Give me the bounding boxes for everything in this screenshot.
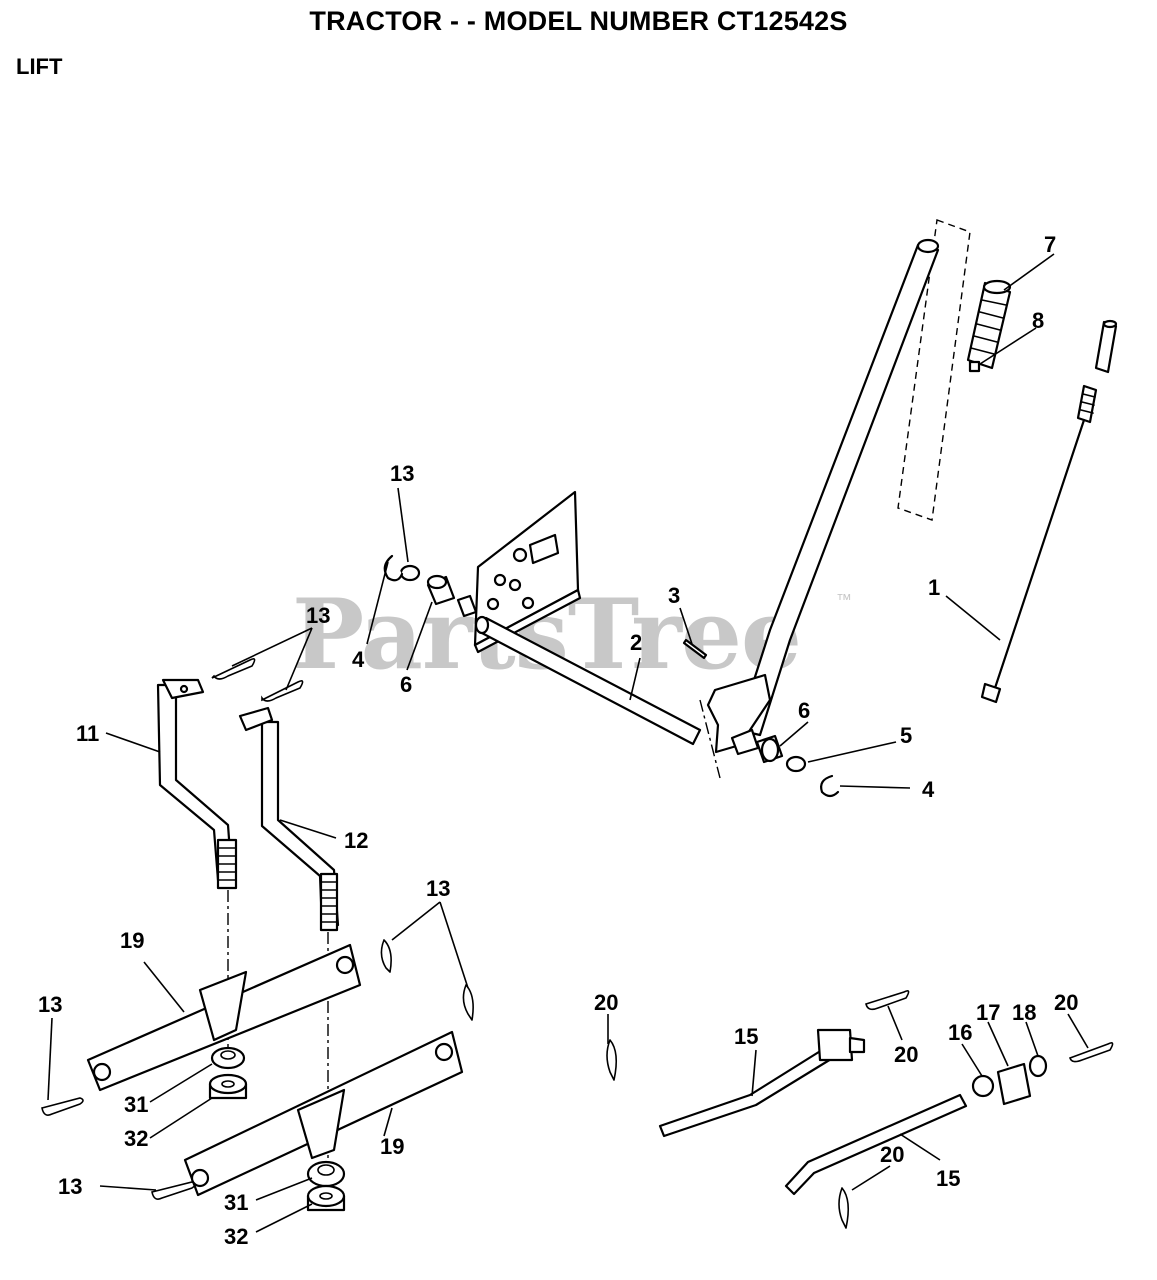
callout-7: 7 xyxy=(1044,232,1056,257)
callout-31-lower: 31 xyxy=(224,1190,248,1215)
callout-20-mid: 20 xyxy=(894,1042,918,1067)
callout-5-upper: 13 xyxy=(390,461,414,486)
callout-16: 16 xyxy=(948,1020,972,1045)
page-title: TRACTOR - - MODEL NUMBER CT12542S xyxy=(309,6,848,36)
callout-2: 2 xyxy=(630,630,642,655)
nut-31-lower xyxy=(306,1160,346,1188)
callout-15-lower: 15 xyxy=(936,1166,960,1191)
lift-link-left xyxy=(156,678,238,1060)
callout-5-lower: 5 xyxy=(900,723,912,748)
callout-3: 3 xyxy=(668,583,680,608)
callout-13-mid: 13 xyxy=(426,876,450,901)
nut-32-lower xyxy=(306,1184,346,1212)
bushing-lower xyxy=(755,734,784,764)
callout-19-upper: 19 xyxy=(120,928,144,953)
callout-32-upper: 32 xyxy=(124,1126,148,1151)
washer-lower xyxy=(785,755,807,773)
callout-1: 1 xyxy=(928,575,940,600)
washer-16 xyxy=(971,1074,995,1098)
trunnion-17 xyxy=(996,1062,1032,1106)
lift-arm-upper xyxy=(86,943,362,1092)
callout-15-upper: 15 xyxy=(734,1024,758,1049)
nut-18 xyxy=(1028,1054,1048,1078)
callout-4-lower: 4 xyxy=(922,777,935,802)
e-clip-upper xyxy=(383,554,404,582)
callout-6-upper: 6 xyxy=(400,672,412,697)
callout-11: 11 xyxy=(76,721,99,746)
roll-pin xyxy=(682,638,708,660)
nut-31-upper xyxy=(210,1046,246,1070)
lift-shaft-assembly xyxy=(456,490,760,756)
washer-upper xyxy=(399,564,421,582)
callout-20-right: 20 xyxy=(1054,990,1078,1015)
handle-grip xyxy=(966,279,1012,373)
nut-32-upper xyxy=(208,1073,248,1100)
hairpin-clips-13 xyxy=(41,658,474,1200)
callout-13-bottom: 13 xyxy=(58,1174,82,1199)
callout-17: 17 xyxy=(976,1000,1000,1025)
lift-link-right xyxy=(238,706,340,1170)
callout-20-left: 20 xyxy=(594,990,618,1015)
leader-lines xyxy=(47,253,1089,1233)
lift-rod-lower xyxy=(784,1093,968,1196)
callout-13-top: 13 xyxy=(306,603,330,628)
bushing-upper xyxy=(426,574,456,606)
watermark-trademark: ™ xyxy=(836,592,852,609)
hairpin-clips-20 xyxy=(606,990,1114,1229)
e-clip-lower xyxy=(820,774,840,798)
callout-labels: 13 4 6 13 11 12 3 2 7 8 1 6 5 4 13 19 13… xyxy=(38,232,1078,1249)
callout-32-lower: 32 xyxy=(224,1224,248,1249)
callout-18: 18 xyxy=(1012,1000,1036,1025)
callout-12: 12 xyxy=(344,828,368,853)
lift-cable xyxy=(980,319,1118,704)
callout-6-lower: 6 xyxy=(798,698,810,723)
lift-handle xyxy=(699,219,971,779)
lift-rod-upper xyxy=(658,1028,866,1138)
section-label: LIFT xyxy=(16,54,63,79)
callout-8: 8 xyxy=(1032,308,1044,333)
callout-19-lower: 19 xyxy=(380,1134,404,1159)
callout-4-upper: 4 xyxy=(352,647,365,672)
callout-31-upper: 31 xyxy=(124,1092,148,1117)
callout-20-bottom: 20 xyxy=(880,1142,904,1167)
callout-13-left: 13 xyxy=(38,992,62,1017)
